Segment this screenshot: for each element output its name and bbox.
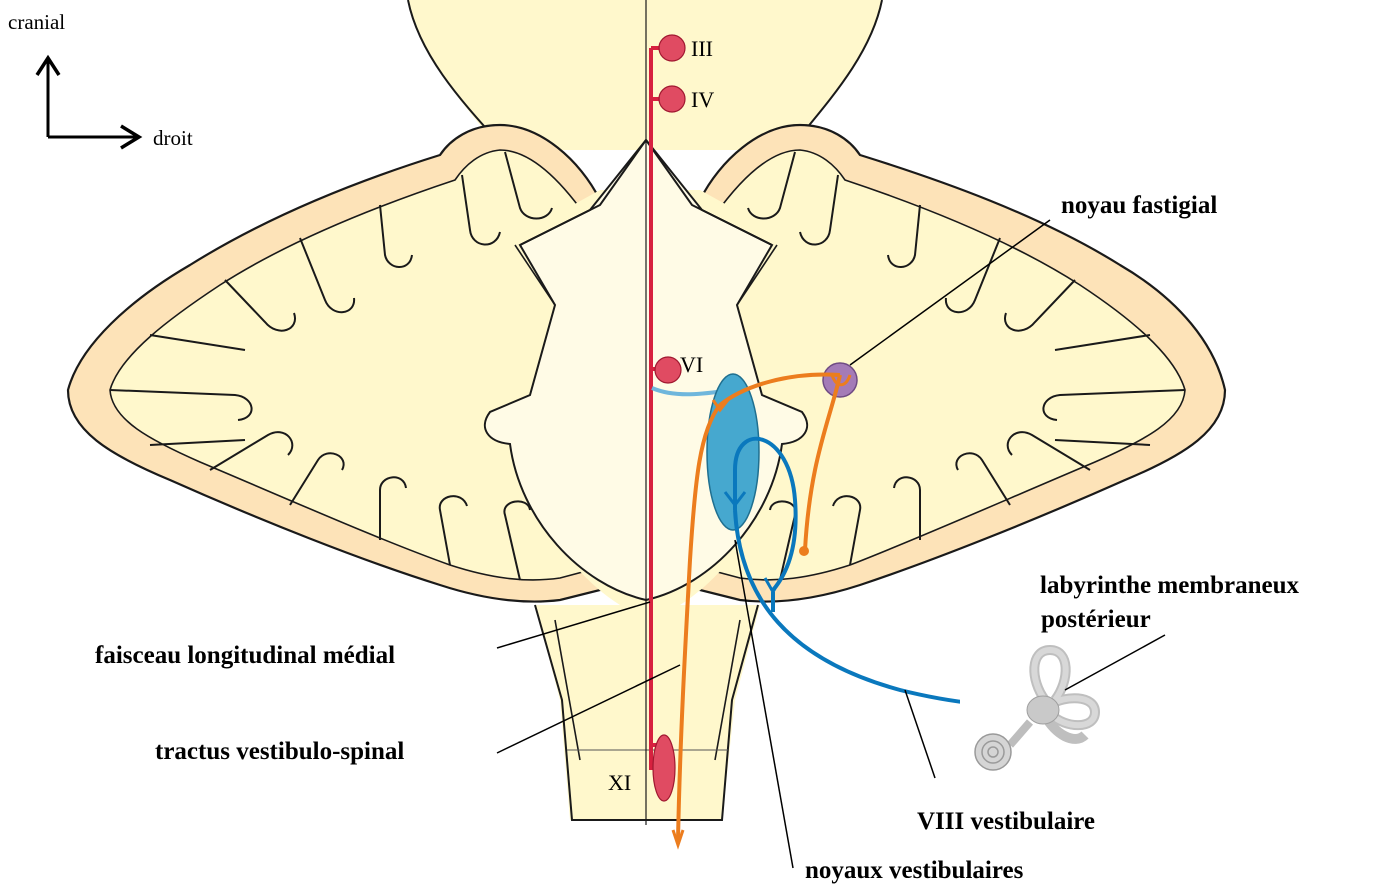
label-labyrinthe-line2: postérieur xyxy=(1041,606,1151,633)
left-cerebellar-hemisphere xyxy=(68,125,600,602)
label-faisceau: faisceau longitudinal médial xyxy=(95,642,395,669)
svg-text:XI: XI xyxy=(608,770,631,795)
svg-text:III: III xyxy=(691,36,713,61)
label-labyrinthe-line1: labyrinthe membraneux xyxy=(1040,572,1300,599)
cranial-label: cranial xyxy=(8,10,65,34)
svg-text:VI: VI xyxy=(680,352,703,377)
orange-endpoint xyxy=(799,546,809,556)
label-viii: VIII vestibulaire xyxy=(917,808,1095,835)
label-noyaux: noyaux vestibulaires xyxy=(805,857,1024,884)
membranous-labyrinth xyxy=(960,648,1105,774)
droit-label: droit xyxy=(153,126,193,150)
orientation-indicator: cranial droit xyxy=(8,10,193,150)
label-tractus: tractus vestibulo-spinal xyxy=(155,738,404,765)
label-noyau-fastigial: noyau fastigial xyxy=(1061,192,1217,219)
svg-text:IV: IV xyxy=(691,87,714,112)
